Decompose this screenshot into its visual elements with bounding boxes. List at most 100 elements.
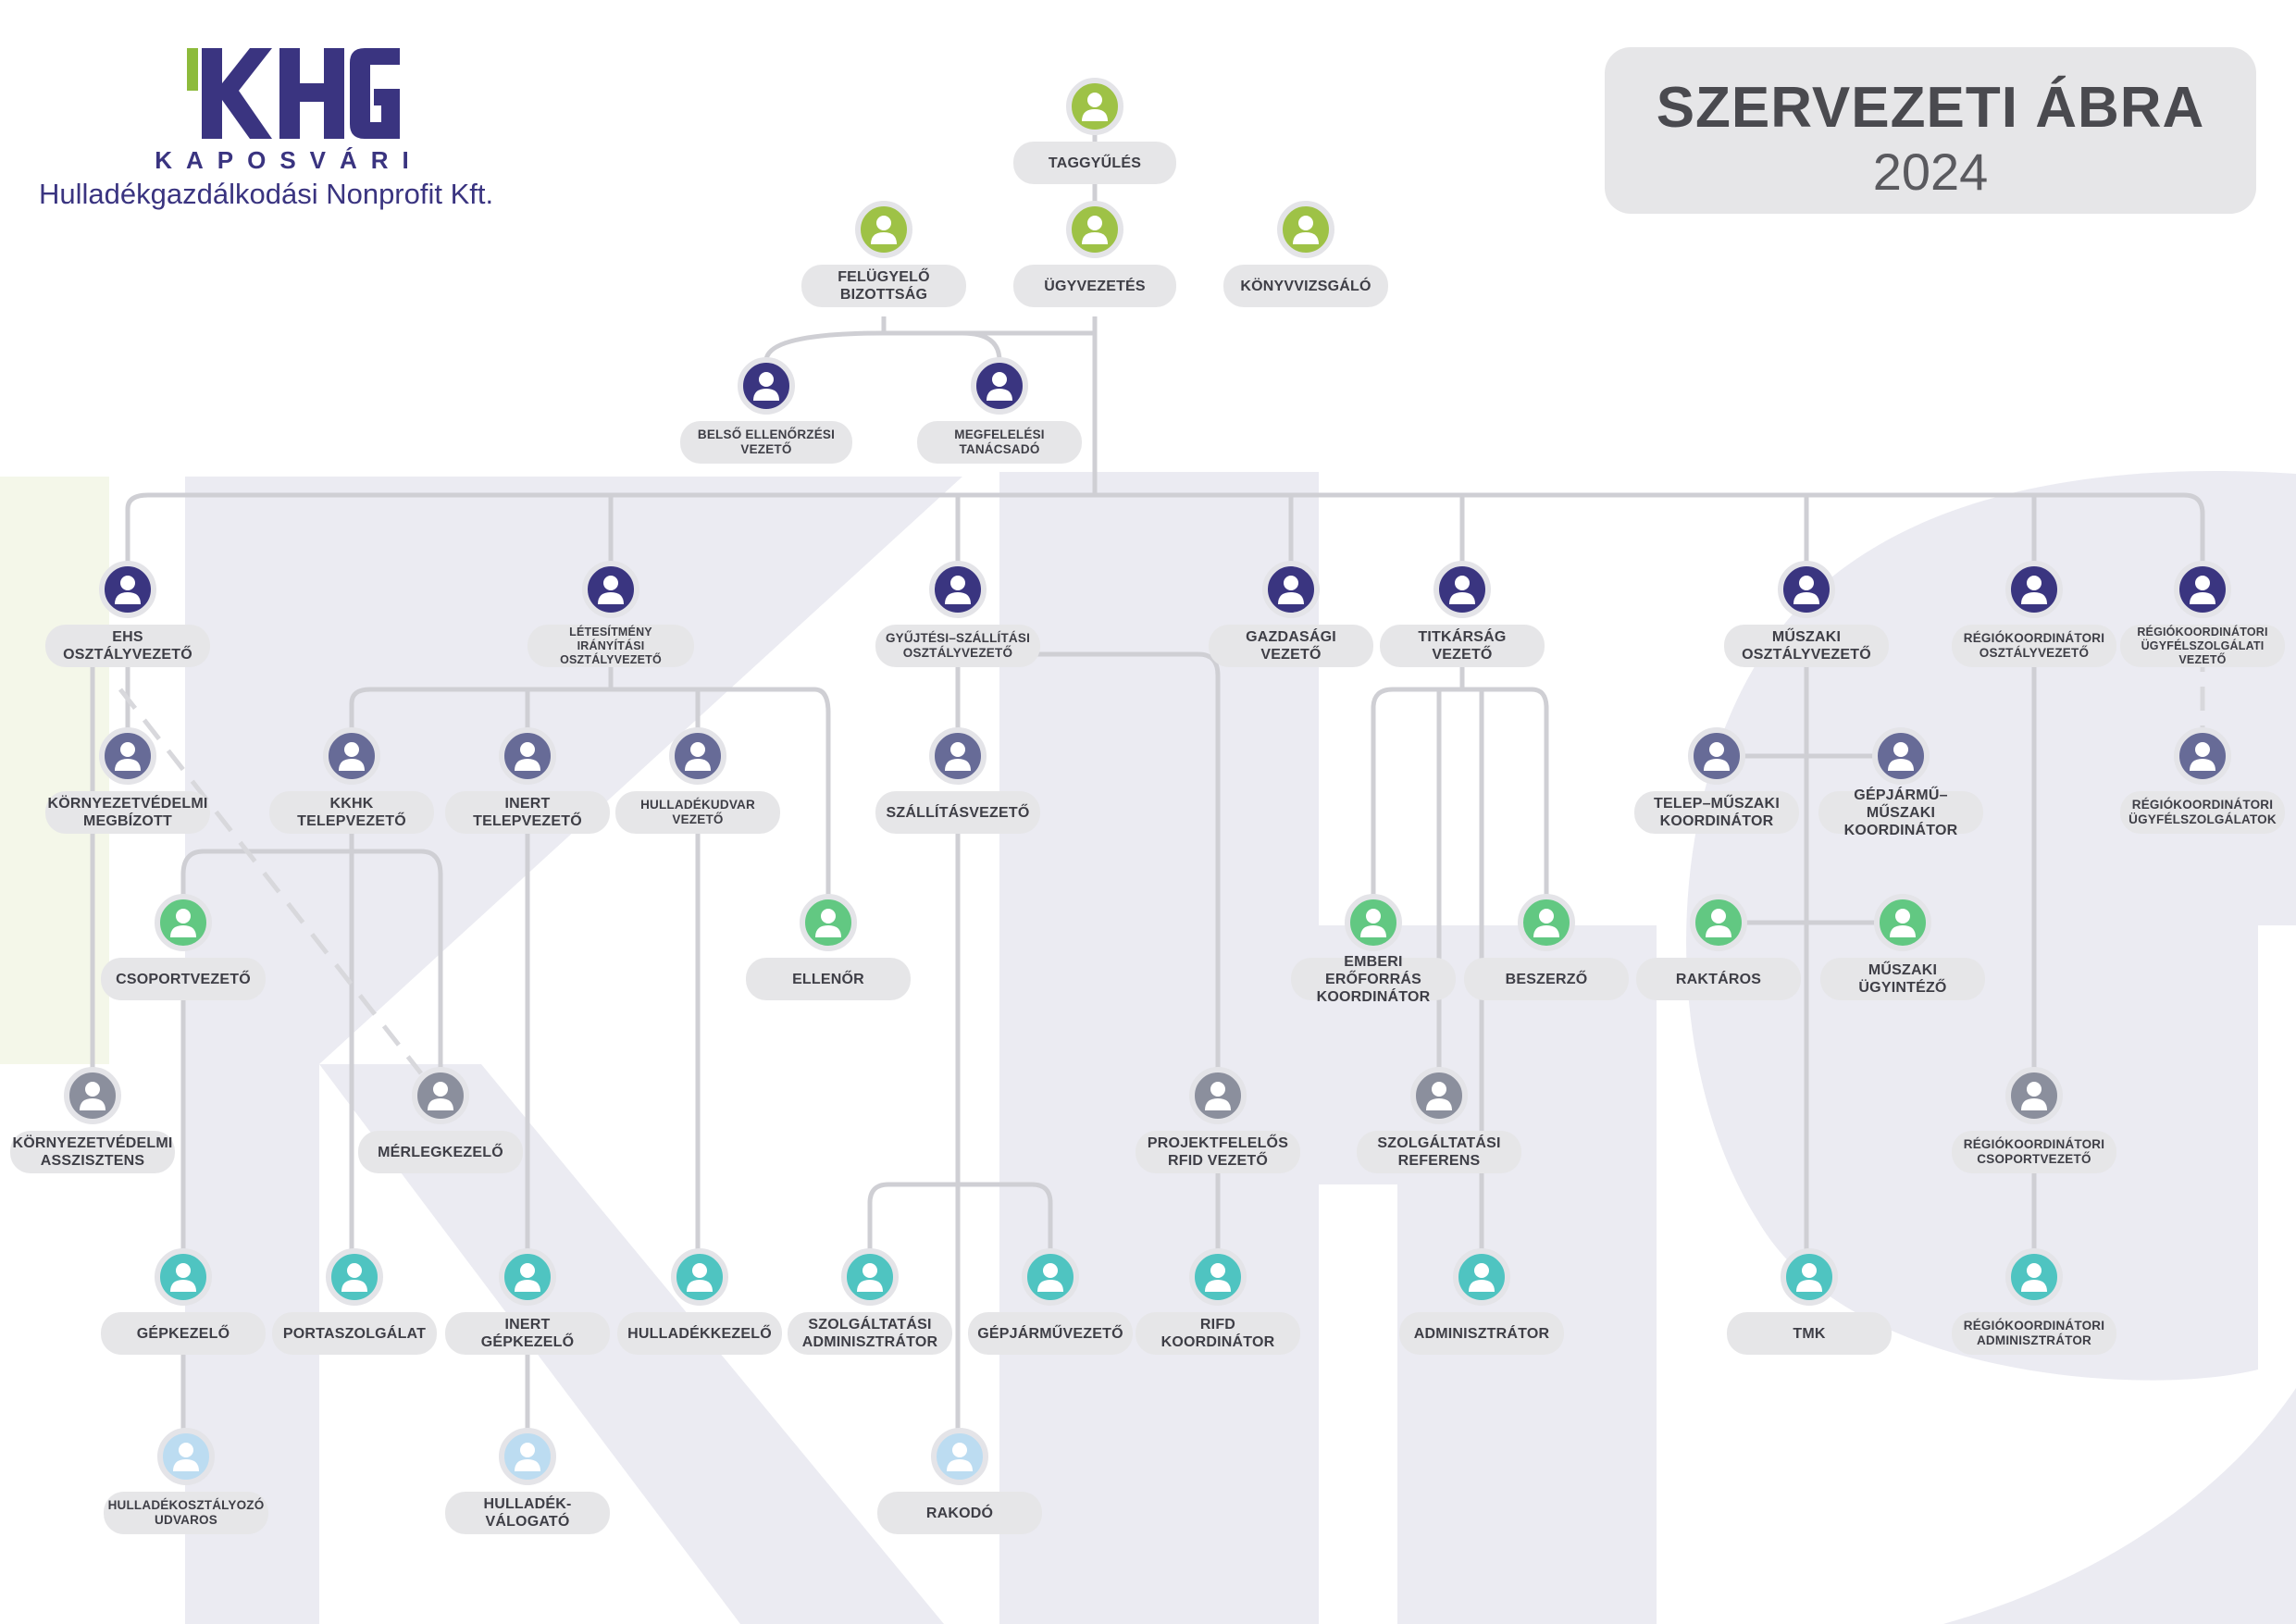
watermark-g: [1686, 471, 2296, 1624]
node-label-kkhk: KKHK TELEPVEZETŐ: [269, 791, 434, 834]
person-icon: [1189, 1248, 1247, 1306]
person-icon: [800, 894, 857, 951]
person-icon: [64, 1067, 121, 1124]
page-title: SZERVEZETI ÁBRA: [1656, 76, 2205, 140]
node-label-hulladekudvar: HULLADÉKUDVAR VEZETŐ: [615, 791, 780, 834]
node-label-konyvvizsgalo: KÖNYVVIZSGÁLÓ: [1223, 265, 1388, 307]
connector-line: [180, 849, 352, 898]
node-label-csoportvezeto: CSOPORTVEZETŐ: [101, 958, 266, 1000]
node-label-rakodo: RAKODÓ: [877, 1492, 1042, 1534]
node-label-merlegkezelo: MÉRLEGKEZELŐ: [358, 1131, 523, 1173]
node-label-gyujtesi: GYŰJTÉSI–SZÁLLÍTÁSI OSZTÁLYVEZETŐ: [875, 625, 1040, 667]
person-icon: [155, 894, 212, 951]
person-icon: [1022, 1248, 1079, 1306]
node-label-telep-muszaki: TELEP–MŰSZAKI KOORDINÁTOR: [1634, 791, 1799, 834]
node-label-szallitasvezeto: SZÁLLÍTÁSVEZETŐ: [875, 791, 1040, 834]
connector-line: [962, 330, 1002, 362]
connector-line: [352, 849, 443, 1071]
person-icon: [971, 357, 1028, 415]
node-label-rifd: RIFD KOORDINÁTOR: [1136, 1312, 1300, 1355]
person-icon: [855, 201, 912, 258]
node-label-gepkezelo: GÉPKEZELŐ: [101, 1312, 266, 1355]
watermark-k-diagonal-upper: [185, 477, 962, 1064]
node-label-regio-oszt: RÉGIÓKOORDINÁTORI OSZTÁLYVEZETŐ: [1952, 625, 2116, 667]
node-label-hulladek-valogato: HULLADÉK- VÁLOGATÓ: [445, 1492, 610, 1534]
person-icon: [841, 1248, 899, 1306]
node-label-raktaros: RAKTÁROS: [1636, 958, 1801, 1000]
person-icon: [1453, 1248, 1510, 1306]
node-label-adminisztrator: ADMINISZTRÁTOR: [1399, 1312, 1564, 1355]
connector-line: [867, 1182, 1053, 1252]
person-icon: [738, 357, 795, 415]
node-label-regio-ugyfelszolg: RÉGIÓKOORDINÁTORI ÜGYFÉLSZOLGÁLATOK: [2120, 791, 2285, 834]
node-label-kornyezetvedelmi-assz: KÖRNYEZETVÉDELMI ASSZISZTENS: [10, 1131, 175, 1173]
node-label-ugyvezetes: ÜGYVEZETÉS: [1013, 265, 1176, 307]
connector-line: [1371, 648, 1549, 898]
person-icon: [1778, 561, 1835, 618]
person-icon: [99, 727, 156, 785]
node-label-projektfelelos: PROJEKTFELELŐS RFID VEZETŐ: [1136, 1131, 1300, 1173]
node-label-regio-csoport: RÉGIÓKOORDINÁTORI CSOPORTVEZETŐ: [1952, 1131, 2116, 1173]
connector-line: [763, 330, 885, 362]
node-label-inert-telep: INERT TELEPVEZETŐ: [445, 791, 610, 834]
person-icon: [323, 727, 380, 785]
person-icon: [1410, 1067, 1468, 1124]
node-label-belso: BELSŐ ELLENŐRZÉSI VEZETŐ: [680, 421, 852, 464]
logo-subtitle: KAPOSVÁRI: [155, 146, 423, 174]
person-icon: [499, 1248, 556, 1306]
node-label-taggyules: TAGGYŰLÉS: [1013, 142, 1176, 184]
node-label-regio-adminisztrator: RÉGIÓKOORDINÁTORI ADMINISZTRÁTOR: [1952, 1312, 2116, 1355]
title-box: SZERVEZETI ÁBRA 2024: [1605, 47, 2256, 214]
person-icon: [499, 727, 556, 785]
person-icon: [1262, 561, 1320, 618]
person-icon: [2005, 1248, 2063, 1306]
connector-line: [881, 316, 1098, 336]
person-icon: [2005, 561, 2063, 618]
person-icon: [1872, 727, 1930, 785]
logo-mark: [187, 48, 400, 139]
person-icon: [671, 1248, 728, 1306]
node-label-gepjarmu-muszaki: GÉPJÁRMŰ–MŰSZAKI KOORDINÁTOR: [1818, 787, 1983, 838]
node-label-titkarsag: TITKÁRSÁG VEZETŐ: [1380, 625, 1545, 667]
node-label-szolgaltatasi-ref: SZOLGÁLTATÁSI REFERENS: [1357, 1131, 1521, 1173]
node-label-portaszolgalat: PORTASZOLGÁLAT: [272, 1312, 437, 1355]
page-year: 2024: [1872, 143, 1989, 201]
person-icon: [99, 561, 156, 618]
person-icon: [1066, 78, 1123, 135]
person-icon: [1433, 561, 1491, 618]
person-icon: [2174, 727, 2231, 785]
node-icons: [64, 78, 2231, 1485]
node-label-letesitmeny: LÉTESÍTMÉNY IRÁNYÍTÁSI OSZTÁLYVEZETŐ: [527, 625, 694, 667]
person-icon: [157, 1428, 215, 1485]
logo-letter-h: [279, 48, 344, 139]
node-label-ehs: EHS OSZTÁLYVEZETŐ: [45, 625, 210, 667]
dashed-connector-line: [118, 688, 423, 1075]
person-icon: [499, 1428, 556, 1485]
person-icon: [929, 561, 987, 618]
person-icon: [1189, 1067, 1247, 1124]
person-icon: [1688, 727, 1745, 785]
person-icon: [582, 561, 639, 618]
person-icon: [326, 1248, 383, 1306]
connector-line: [125, 492, 2205, 564]
watermark-h-right: [1397, 925, 1657, 1624]
node-label-inert-gepkezelo: INERT GÉPKEZELŐ: [445, 1312, 610, 1355]
node-label-beszerzo: BESZERZŐ: [1464, 958, 1629, 1000]
person-icon: [2174, 561, 2231, 618]
person-icon: [1874, 894, 1931, 951]
logo-accent: [187, 48, 198, 91]
node-label-regio-ugyf-vez: RÉGIÓKOORDINÁTORI ÜGYFÉLSZOLGÁLATI VEZET…: [2120, 625, 2285, 667]
node-label-tmk: TMK: [1727, 1312, 1892, 1355]
person-icon: [1690, 894, 1747, 951]
node-label-ellenor: ELLENŐR: [746, 958, 911, 1000]
person-icon: [1781, 1248, 1838, 1306]
node-label-muszaki-ugyintezo: MŰSZAKI ÜGYINTÉZŐ: [1820, 958, 1985, 1000]
person-icon: [929, 727, 987, 785]
node-label-kornyezetvedelmi-meg: KÖRNYEZETVÉDELMI MEGBÍZOTT: [45, 791, 210, 834]
node-label-szolg-adminisztrator: SZOLGÁLTATÁSI ADMINISZTRÁTOR: [788, 1312, 952, 1355]
node-label-gepjarmuvezeto: GÉPJÁRMŰVEZETŐ: [968, 1312, 1133, 1355]
person-icon: [1277, 201, 1334, 258]
node-label-muszaki: MŰSZAKI OSZTÁLYVEZETŐ: [1724, 625, 1889, 667]
node-label-emberi: EMBERI ERŐFORRÁS KOORDINÁTOR: [1291, 954, 1456, 1005]
